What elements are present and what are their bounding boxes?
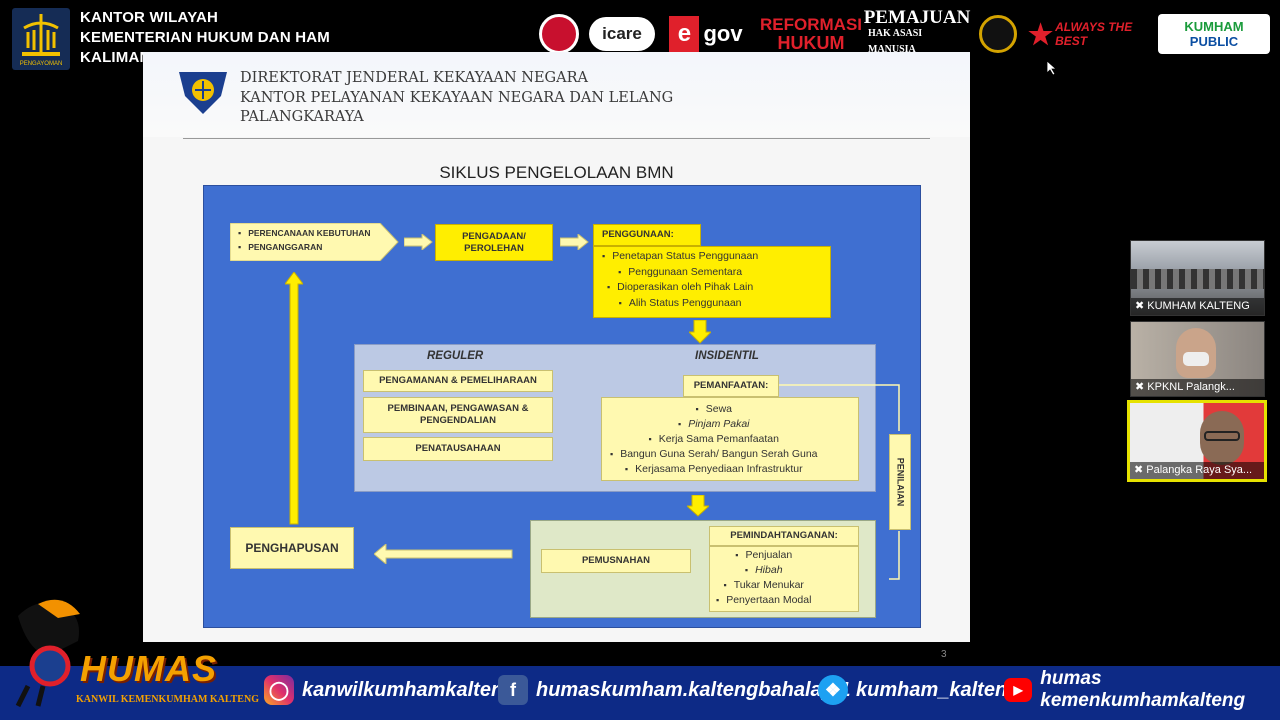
pemindahtanganan-item: Tukar Menukar	[716, 578, 811, 593]
icare-logo: icare	[588, 14, 656, 54]
glasses	[1204, 431, 1240, 441]
reformasi-hukum-logo: REFORMASI HUKUM	[760, 15, 862, 53]
pemanfaatan-item: Sewa	[610, 402, 818, 417]
humas-title: HUMAS	[80, 648, 217, 689]
flow-arrow	[687, 495, 709, 517]
twitter-link[interactable]: ❖ kumham_kalteng	[818, 673, 1019, 707]
penghapusan-source-panel: PEMUSNAHAN PEMINDAHTANGANAN: Penjualan H…	[530, 520, 876, 618]
cycle-title: SIKLUS PENGELOLAAN BMN	[439, 163, 674, 182]
pemindahtanganan-item: Penyertaan Modal	[716, 593, 811, 608]
pemindahtanganan-item: Hibah	[716, 563, 811, 578]
broadcast-bottom-bar	[0, 666, 1280, 720]
mic-off-icon: ✖	[1135, 300, 1148, 312]
hornbill-mascot-logo	[8, 596, 88, 708]
reguler-item: PEMBINAAN, PENGAWASAN & PENGENDALIAN	[363, 397, 553, 433]
org-line-2: KEMENTERIAN HUKUM DAN HAM	[80, 29, 330, 46]
facebook-handle: humaskumham.kaltengbahalap.1	[536, 678, 851, 701]
djkn-logo	[175, 68, 231, 116]
instagram-handle: kanwilkumhamkalteng	[302, 678, 516, 701]
slide-header	[143, 52, 970, 137]
partner-seal-logo	[538, 14, 580, 54]
flow-arrow	[689, 320, 711, 344]
participant-name: ✖ Palangka Raya Sya...	[1130, 462, 1264, 479]
youtube-link[interactable]: ▶ humas kemenkumhamkalteng	[1004, 668, 1280, 711]
perencanaan-item: PERENCANAAN KEBUTUHAN	[238, 226, 370, 240]
perencanaan-item: PENGANGGARAN	[238, 240, 371, 254]
youtube-handle: humas kemenkumhamkalteng	[1040, 668, 1246, 711]
pemanfaatan-title: PEMANFAATAN:	[683, 375, 779, 397]
pemindahtanganan-title: PEMINDAHTANGANAN:	[709, 526, 859, 546]
flow-arrow	[374, 544, 513, 564]
reguler-item: PENATAUSAHAAN	[363, 437, 553, 461]
insidentil-heading: INSIDENTIL	[695, 350, 759, 362]
penggunaan-item: Dioperasikan oleh Pihak Lain	[602, 280, 758, 296]
pemanfaatan-item: Kerjasama Penyediaan Infrastruktur	[610, 462, 818, 477]
penggunaan-item: Penggunaan Sementara	[602, 265, 758, 281]
round-badge-logo	[976, 14, 1020, 54]
reguler-item: PENGAMANAN & PEMELIHARAAN	[363, 370, 553, 392]
always-the-best-logo: ★ ALWAYS THE BEST	[1028, 18, 1133, 50]
mic-off-icon: ✖	[1135, 381, 1148, 393]
penilaian-connector	[779, 384, 900, 580]
bmn-cycle-diagram: PERENCANAAN KEBUTUHAN PENGANGGARAN PENGA…	[203, 185, 921, 628]
header-line-3: PALANGKARAYA	[240, 109, 364, 125]
reguler-heading: REGULER	[427, 350, 484, 362]
participant-video-tile[interactable]: ✖ KPKNL Palangk...	[1130, 321, 1265, 397]
active-speaker-video-tile[interactable]: ✖ Palangka Raya Sya...	[1127, 400, 1267, 482]
mic-off-icon: ✖	[1134, 464, 1147, 476]
mouse-cursor-icon	[1046, 60, 1058, 79]
penggunaan-item: Penetapan Status Penggunaan	[602, 249, 758, 265]
instagram-icon: ◯	[264, 675, 294, 705]
header-line-2: KANTOR PELAYANAN KEKAYAAN NEGARA DAN LEL…	[240, 89, 674, 106]
org-line-1: KANTOR WILAYAH	[80, 9, 219, 26]
header-divider	[183, 138, 930, 139]
face-mask	[1183, 352, 1209, 366]
participant-name: ✖ KPKNL Palangk...	[1131, 379, 1264, 396]
participant-video-tile[interactable]: ✖ KUMHAM KALTENG	[1130, 240, 1265, 316]
instagram-link[interactable]: ◯ kanwilkumhamkalteng	[264, 673, 515, 707]
pemindahtanganan-item: Penjualan	[716, 548, 811, 563]
kumham-public-logo: KUMHAM PUBLIC	[1158, 14, 1270, 54]
flow-arrow	[404, 234, 433, 250]
flow-arrow	[285, 272, 303, 525]
shared-presentation-slide: DIREKTORAT JENDERAL KEKAYAAN NEGARA KANT…	[143, 52, 970, 660]
slide-header-text: DIREKTORAT JENDERAL KEKAYAAN NEGARA KANT…	[240, 69, 673, 128]
penggunaan-title: PENGGUNAAN:	[593, 224, 701, 246]
youtube-icon: ▶	[1004, 678, 1033, 702]
twitter-handle: kumham_kalteng	[856, 678, 1020, 701]
facebook-icon: f	[498, 675, 528, 705]
slide-page-number: 3	[941, 649, 947, 660]
pemindahtanganan-box: Penjualan Hibah Tukar Menukar Penyertaan…	[709, 546, 859, 612]
penggunaan-item: Alih Status Penggunaan	[602, 296, 758, 312]
facebook-link[interactable]: f humaskumham.kaltengbahalap.1	[498, 673, 851, 707]
egov-logo: e gov	[664, 14, 752, 54]
flow-arrow	[560, 234, 589, 250]
twitter-icon: ❖	[818, 675, 848, 705]
participant-name: ✖ KUMHAM KALTENG	[1131, 298, 1264, 315]
pemanfaatan-item: Kerja Sama Pemanfaatan	[610, 432, 818, 447]
humas-subtitle: KANWIL KEMENKUMHAM KALTENG	[76, 694, 259, 705]
penilaian-box: PENILAIAN	[889, 434, 911, 530]
pemanfaatan-box: Sewa Pinjam Pakai Kerja Sama Pemanfaatan…	[601, 397, 859, 481]
penilaian-label: PENILAIAN	[895, 457, 906, 507]
pemajuan-ham-logo: PEMAJUAN HAK ASASI MANUSIA	[863, 7, 971, 55]
emblem-label: PENGAYOMAN	[20, 61, 63, 67]
pemanfaatan-item: Bangun Guna Serah/ Bangun Serah Guna	[610, 447, 817, 462]
kemenkumham-emblem-logo: PENGAYOMAN	[12, 8, 70, 70]
penghapusan-box: PENGHAPUSAN	[230, 527, 354, 569]
room-scene	[1131, 269, 1264, 289]
penggunaan-box: Penetapan Status Penggunaan Penggunaan S…	[593, 246, 831, 318]
pemanfaatan-item: Pinjam Pakai	[610, 417, 818, 432]
header-line-1: DIREKTORAT JENDERAL KEKAYAAN NEGARA	[240, 70, 588, 86]
perencanaan-box: PERENCANAAN KEBUTUHAN PENGANGGARAN	[230, 223, 400, 261]
pengelolaan-panel: REGULER INSIDENTIL PENGAMANAN & PEMELIHA…	[354, 344, 876, 492]
pengadaan-box: PENGADAAN/ PEROLEHAN	[435, 224, 553, 261]
pemusnahan-box: PEMUSNAHAN	[541, 549, 691, 573]
